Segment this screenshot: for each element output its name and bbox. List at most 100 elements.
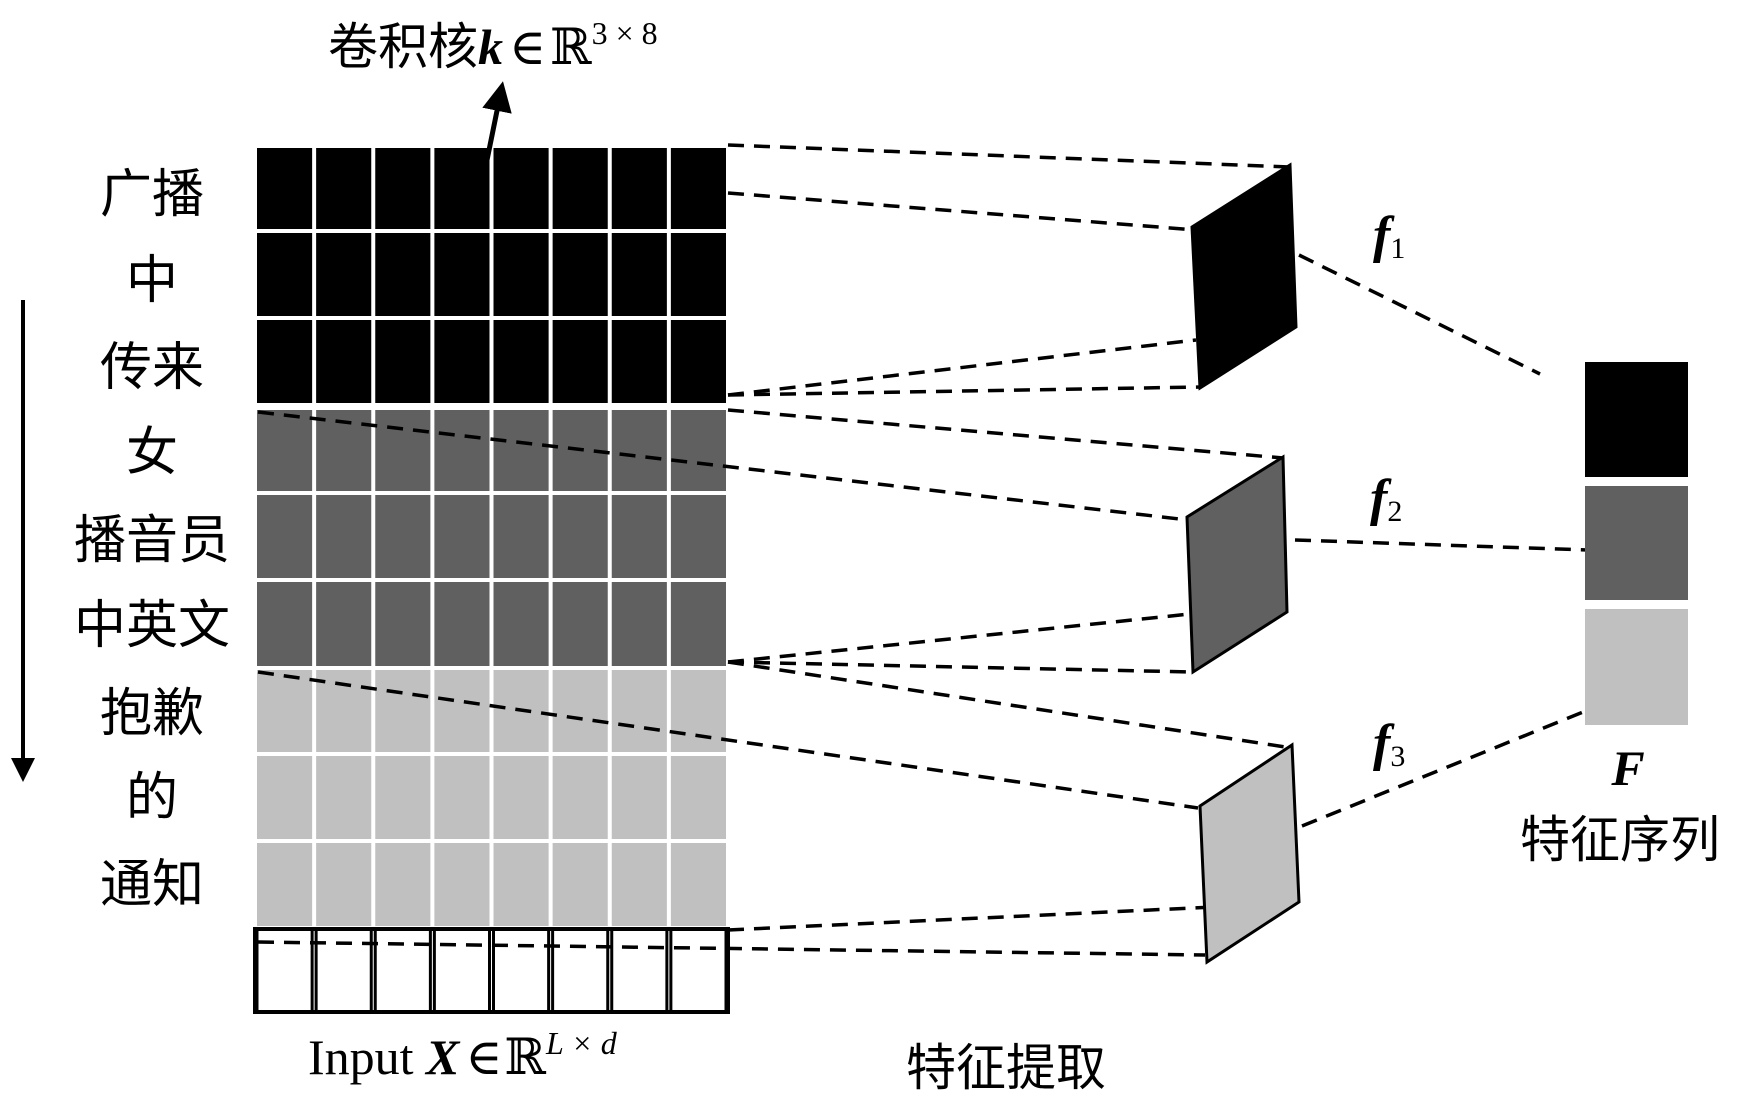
input-label-exp: L × d <box>545 1025 618 1061</box>
projection-line-7 <box>727 660 1193 674</box>
token-7: 的 <box>126 768 178 828</box>
matrix-cell-r9-c5 <box>551 927 610 1014</box>
token-1: 中 <box>126 251 178 311</box>
matrix-cell-r0-c7 <box>670 148 726 229</box>
input-label-var: X <box>424 1029 461 1085</box>
matrix-cell-r7-c2 <box>375 756 431 839</box>
feature-label-3: f3 <box>1373 715 1405 773</box>
matrix-cell-r2-c4 <box>493 320 549 403</box>
projection-line-0 <box>727 143 1291 169</box>
matrix-cell-r6-c7 <box>670 670 726 752</box>
matrix-cell-r4-c7 <box>670 495 726 578</box>
token-3: 女 <box>126 423 178 483</box>
kernel-label-set: ℝ <box>550 19 592 75</box>
matrix-cell-r7-c1 <box>316 756 372 839</box>
matrix-cell-r3-c0 <box>257 410 313 491</box>
matrix-cell-r0-c6 <box>611 148 667 229</box>
matrix-cell-r8-c3 <box>434 843 490 926</box>
feature-map-3 <box>1198 742 1301 965</box>
matrix-cell-r0-c3 <box>434 148 490 229</box>
matrix-cell-r5-c4 <box>493 582 549 666</box>
input-label-prefix: Input <box>308 1029 426 1085</box>
projection-line-14 <box>1301 708 1589 828</box>
feature-seq-block-1 <box>1585 362 1688 477</box>
token-2: 传来 <box>100 338 204 398</box>
matrix-cell-r8-c0 <box>257 843 313 926</box>
feature-seq-var: F <box>1610 740 1644 796</box>
matrix-cell-r8-c2 <box>375 843 431 926</box>
matrix-cell-r1-c1 <box>316 233 372 316</box>
matrix-cell-r0-c5 <box>552 148 608 229</box>
matrix-cell-r0-c2 <box>375 148 431 229</box>
projection-line-3 <box>727 385 1201 397</box>
matrix-cell-r3-c2 <box>375 410 431 491</box>
input-label: Input X∈ℝL × d <box>308 1025 618 1085</box>
feature-extraction-label: 特征提取 <box>906 1039 1106 1097</box>
matrix-cell-r5-c0 <box>257 582 313 666</box>
matrix-cell-r9-c6 <box>610 927 669 1014</box>
kernel-label-prefix: 卷积核 <box>328 18 478 76</box>
projection-line-6 <box>727 612 1191 664</box>
matrix-cell-r8-c1 <box>316 843 372 926</box>
matrix-cell-r8-c6 <box>611 843 667 926</box>
matrix-cell-r9-c2 <box>373 927 432 1014</box>
projection-line-8 <box>727 660 1293 750</box>
matrix-cell-r4-c2 <box>375 495 431 578</box>
feature-label-1: f1 <box>1373 207 1405 265</box>
matrix-cell-r2-c3 <box>434 320 490 403</box>
token-4: 播音员 <box>74 511 230 571</box>
projection-line-10 <box>727 901 1299 932</box>
feature-seq-label: 特征序列 <box>1520 811 1720 869</box>
matrix-cell-r4-c5 <box>552 495 608 578</box>
matrix-cell-r6-c0 <box>257 670 313 752</box>
matrix-cell-r7-c3 <box>434 756 490 839</box>
matrix-cell-r1-c0 <box>257 233 313 316</box>
matrix-cell-r2-c0 <box>257 320 313 403</box>
matrix-cell-r6-c6 <box>611 670 667 752</box>
matrix-cell-r3-c3 <box>434 410 490 491</box>
input-matrix <box>253 148 730 1014</box>
matrix-cell-r4-c3 <box>434 495 490 578</box>
feature-label-2: f2 <box>1370 470 1402 528</box>
token-0: 广播 <box>100 165 204 225</box>
matrix-cell-r5-c3 <box>434 582 490 666</box>
matrix-cell-r9-c3 <box>432 927 491 1014</box>
matrix-cell-r6-c5 <box>552 670 608 752</box>
kernel-label-var: k <box>478 19 503 75</box>
matrix-cell-r5-c2 <box>375 582 431 666</box>
matrix-cell-r7-c7 <box>670 756 726 839</box>
matrix-cell-r0-c1 <box>316 148 372 229</box>
projection-line-13 <box>1294 538 1589 552</box>
matrix-cell-r8-c5 <box>552 843 608 926</box>
matrix-cell-r7-c5 <box>552 756 608 839</box>
matrix-cell-r3-c7 <box>670 410 726 491</box>
kernel-label: 卷积核k∈ℝ3 × 8 <box>328 15 658 76</box>
feature-seq-block-3 <box>1585 609 1688 725</box>
matrix-cell-r1-c2 <box>375 233 431 316</box>
kernel-label-rel: ∈ <box>509 19 546 75</box>
projection-line-5 <box>257 410 1189 522</box>
matrix-cell-r3-c4 <box>493 410 549 491</box>
token-8: 通知 <box>100 855 204 915</box>
matrix-cell-r1-c7 <box>670 233 726 316</box>
projection-line-12 <box>1298 253 1541 376</box>
matrix-cell-r2-c6 <box>611 320 667 403</box>
matrix-cell-r9-c7 <box>669 927 728 1014</box>
matrix-cell-r2-c5 <box>552 320 608 403</box>
token-6: 抱歉 <box>100 684 204 744</box>
kernel-label-exp: 3 × 8 <box>592 15 658 51</box>
matrix-empty-row-outline <box>253 927 730 1014</box>
matrix-cell-r5-c5 <box>552 582 608 666</box>
projection-line-11 <box>257 940 1206 957</box>
projection-line-2 <box>727 338 1197 397</box>
matrix-cell-r9-c4 <box>492 927 551 1014</box>
projection-lines <box>257 143 1589 957</box>
matrix-cell-r1-c4 <box>493 233 549 316</box>
matrix-cell-r4-c1 <box>316 495 372 578</box>
matrix-cell-r5-c6 <box>611 582 667 666</box>
matrix-cell-r4-c0 <box>257 495 313 578</box>
matrix-cell-r1-c6 <box>611 233 667 316</box>
matrix-cell-r7-c0 <box>257 756 313 839</box>
feature-seq-block-2 <box>1585 486 1688 600</box>
